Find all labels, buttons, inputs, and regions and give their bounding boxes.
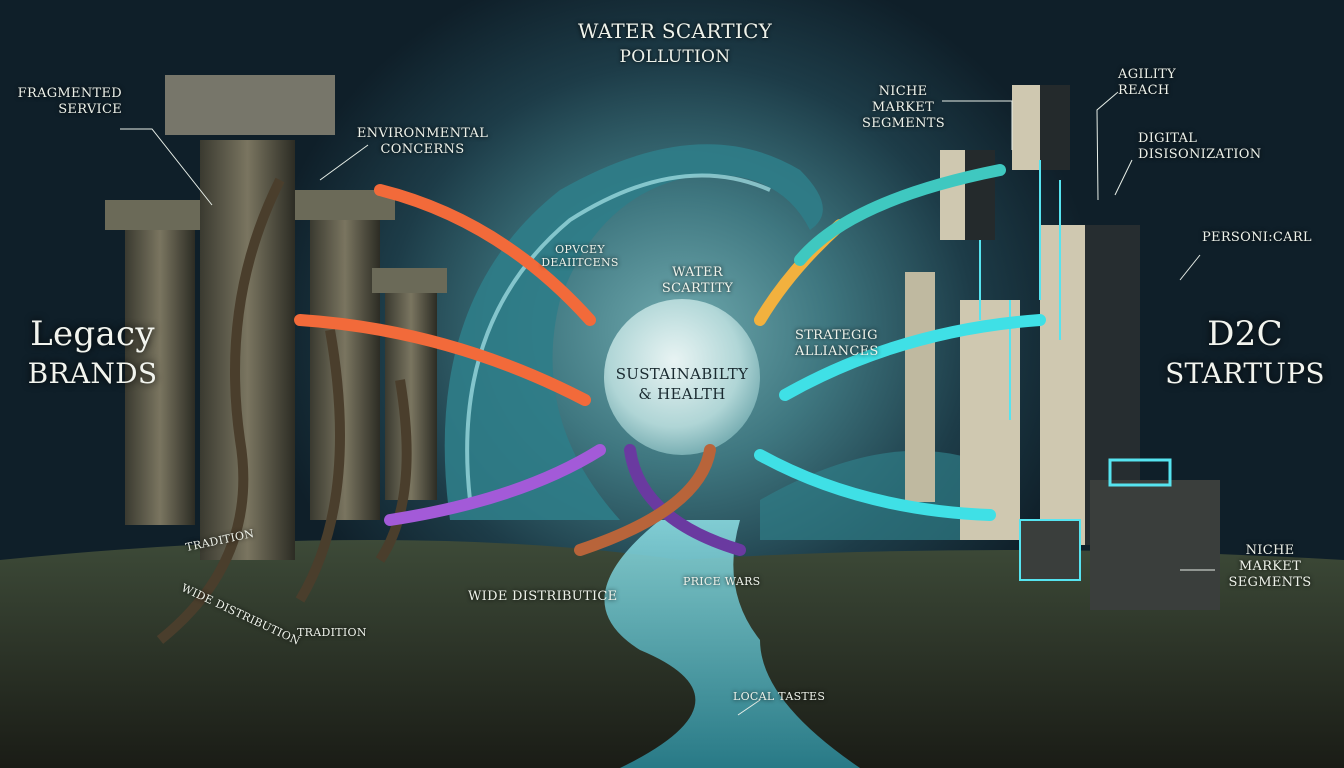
top-title: Water Scarticy: [577, 19, 773, 43]
leader-lines: [120, 91, 1215, 716]
label-agility: Agility: [1118, 67, 1177, 82]
label-personal: Personi:carl: [1202, 230, 1312, 245]
label-scartity: Scartity: [661, 281, 734, 296]
label-digital: Digital: [1138, 131, 1198, 146]
d2c-blocks: [905, 85, 1220, 610]
wave: [444, 144, 823, 520]
label-local-tastes: Local Tastes: [733, 690, 826, 703]
cyan-arrow: [779, 314, 1046, 401]
river: [604, 520, 860, 768]
purple-arrow: [384, 444, 606, 526]
label-service: Service: [58, 102, 122, 117]
label-niche-market: Niche Market: [1238, 543, 1302, 574]
label-price-wars: Price Wars: [683, 575, 761, 588]
top-subtitle: Pollution: [619, 47, 731, 67]
sustainability-sphere: [604, 299, 760, 455]
label-disisonization: Disisonization: [1138, 147, 1262, 162]
arrows: [294, 164, 1046, 556]
label-concerns: Concerns: [380, 142, 465, 157]
label-deaiitcens: Deaiitcens: [541, 256, 619, 269]
d2c-title: D2C: [1207, 314, 1283, 354]
label-water: Water: [672, 265, 723, 280]
cyan-arrow: [794, 164, 1006, 266]
startups-title: Startups: [1165, 357, 1325, 390]
cyan-arrow: [754, 449, 996, 521]
orange-arrow: [574, 444, 716, 556]
sphere-label-line2: & Health: [638, 385, 726, 403]
label-tradition-ground: Tradition: [297, 626, 367, 639]
orange-arrow: [294, 314, 591, 406]
label-niche-segments: Segments: [1228, 575, 1312, 590]
label-environmental: Environmental: [356, 126, 489, 141]
brands-title: Brands: [27, 357, 158, 390]
label-strategic: Strategig: [795, 328, 878, 343]
label-wide-distributice: Wide Distributice: [468, 589, 618, 604]
label-niche: Niche: [878, 84, 928, 99]
sphere-label-line1: Sustainabilty: [615, 365, 749, 383]
label-reach: Reach: [1118, 83, 1170, 98]
label-opvcey: Opvcey: [555, 243, 605, 256]
label-market: Market: [871, 100, 935, 115]
label-fragmented: Fragmented: [17, 86, 122, 101]
label-alliances: Alliances: [795, 344, 879, 359]
legacy-title: Legacy: [30, 314, 155, 354]
label-segments: Segments: [862, 116, 945, 131]
orange-arrow: [374, 184, 596, 326]
